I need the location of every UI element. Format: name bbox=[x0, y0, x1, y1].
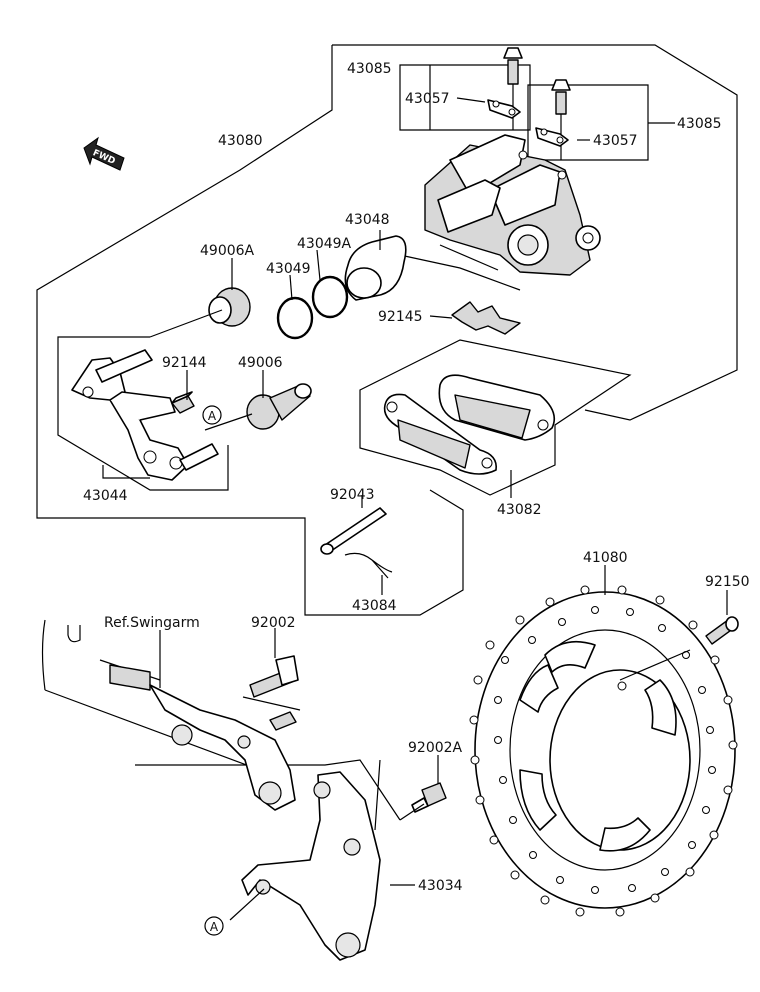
callout-43057-left: 43057 bbox=[405, 91, 450, 107]
piston-seal-43049 bbox=[276, 296, 314, 340]
bolt-92150 bbox=[705, 616, 739, 645]
caliper-assembly-outline bbox=[36, 44, 738, 616]
brake-disc bbox=[469, 585, 738, 917]
callout-41080: 41080 bbox=[583, 550, 628, 566]
callout-49006A: 49006A bbox=[200, 243, 255, 259]
callout-43082: 43082 bbox=[497, 502, 542, 518]
callout-92043: 92043 bbox=[330, 487, 375, 503]
piston-seal-group-outline bbox=[399, 244, 521, 291]
pad-spring bbox=[451, 301, 521, 335]
callout-43084: 43084 bbox=[352, 598, 397, 614]
caliper-holder-bracket-outline bbox=[57, 336, 229, 491]
swingarm-bracket-outline bbox=[135, 759, 401, 831]
marker-a-upper-label: A bbox=[208, 409, 217, 423]
marker-a-upper: A bbox=[202, 405, 222, 425]
piston-seal-43049A bbox=[311, 275, 349, 319]
fwd-arrow: FWD bbox=[83, 136, 125, 171]
bolt-92002A bbox=[411, 782, 447, 813]
callout-43080: 43080 bbox=[218, 133, 263, 149]
bleeder-box-right bbox=[527, 84, 649, 161]
pin-boot-49006A bbox=[208, 287, 251, 327]
ref-swingarm-label: Ref.Swingarm bbox=[104, 615, 200, 631]
marker-a-lower: A bbox=[204, 916, 224, 936]
pad-pin-clip bbox=[344, 552, 393, 579]
callout-92002: 92002 bbox=[251, 615, 296, 631]
piston bbox=[344, 235, 407, 301]
fwd-label: FWD bbox=[91, 148, 117, 167]
bleeder-cap-left bbox=[487, 99, 521, 119]
swingarm-reference bbox=[41, 619, 297, 811]
caliper-holder bbox=[71, 349, 219, 481]
bleeder-box-left bbox=[399, 64, 531, 131]
callout-43034: 43034 bbox=[418, 878, 463, 894]
pad-set-outline bbox=[359, 339, 632, 496]
brake-pad-rear bbox=[438, 374, 556, 441]
leader-lines bbox=[102, 97, 728, 921]
callout-43085-right: 43085 bbox=[677, 116, 722, 132]
bolt-92002 bbox=[249, 655, 299, 698]
callout-49006: 49006 bbox=[238, 355, 283, 371]
bleeder-valve-right bbox=[551, 79, 571, 160]
pin-boot-49006 bbox=[246, 383, 312, 430]
callout-92144: 92144 bbox=[162, 355, 207, 371]
callout-43044: 43044 bbox=[83, 488, 128, 504]
callout-43085-left: 43085 bbox=[347, 61, 392, 77]
callout-92002A: 92002A bbox=[408, 740, 463, 756]
callout-92145: 92145 bbox=[378, 309, 423, 325]
brake-pad-front bbox=[383, 393, 497, 475]
caliper-body bbox=[424, 134, 601, 276]
callout-43048: 43048 bbox=[345, 212, 390, 228]
bleeder-cap-right bbox=[535, 127, 569, 147]
pad-pin bbox=[320, 507, 387, 555]
marker-a-lower-label: A bbox=[210, 920, 219, 934]
callout-92150: 92150 bbox=[705, 574, 750, 590]
callout-43049A: 43049A bbox=[297, 236, 352, 252]
pad-retainer-92144 bbox=[171, 391, 195, 414]
callout-43057-right: 43057 bbox=[593, 133, 638, 149]
caliper-bracket-43034 bbox=[241, 771, 381, 961]
callout-43049: 43049 bbox=[266, 261, 311, 277]
